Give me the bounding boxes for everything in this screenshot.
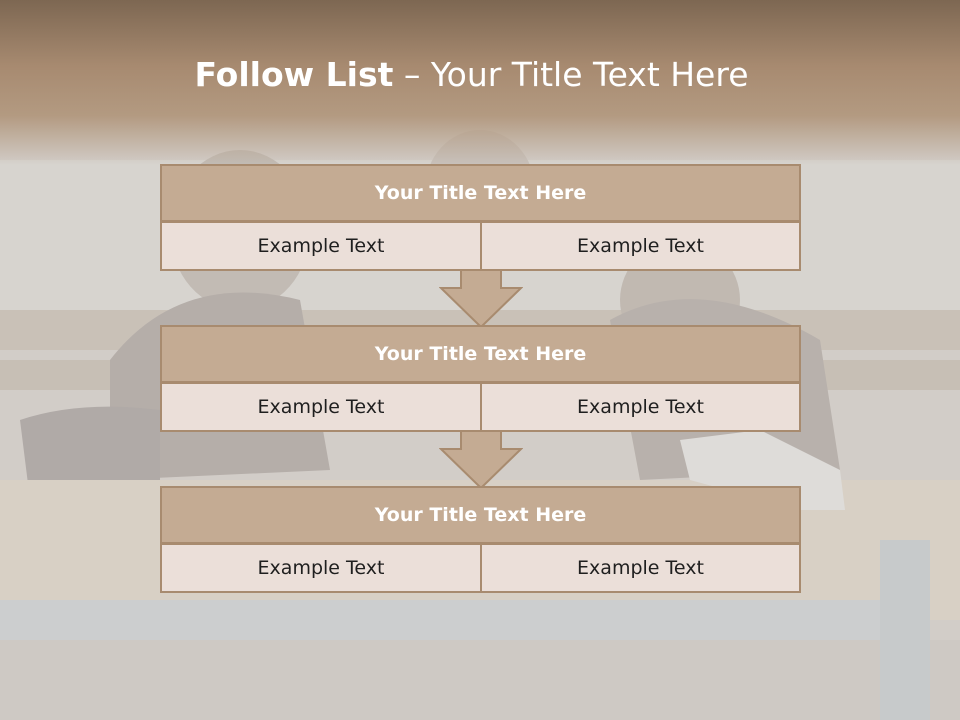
title-band [0, 0, 960, 165]
slide-title-bold: Follow List [194, 55, 394, 94]
block-title: Your Title Text Here [160, 325, 801, 383]
down-arrow-icon [439, 431, 523, 489]
block-title: Your Title Text Here [160, 164, 801, 222]
block-text-left: Example Text [160, 543, 482, 593]
block-text-left: Example Text [160, 382, 482, 432]
slide-title-rest: – Your Title Text Here [403, 55, 749, 94]
block-title: Your Title Text Here [160, 486, 801, 544]
block-text-left: Example Text [160, 221, 482, 271]
block-text-right: Example Text [480, 221, 801, 271]
block-text-right: Example Text [480, 543, 801, 593]
block-text-right: Example Text [480, 382, 801, 432]
slide-title: Follow List – Your Title Text Here [0, 52, 943, 98]
down-arrow-icon [439, 270, 523, 328]
